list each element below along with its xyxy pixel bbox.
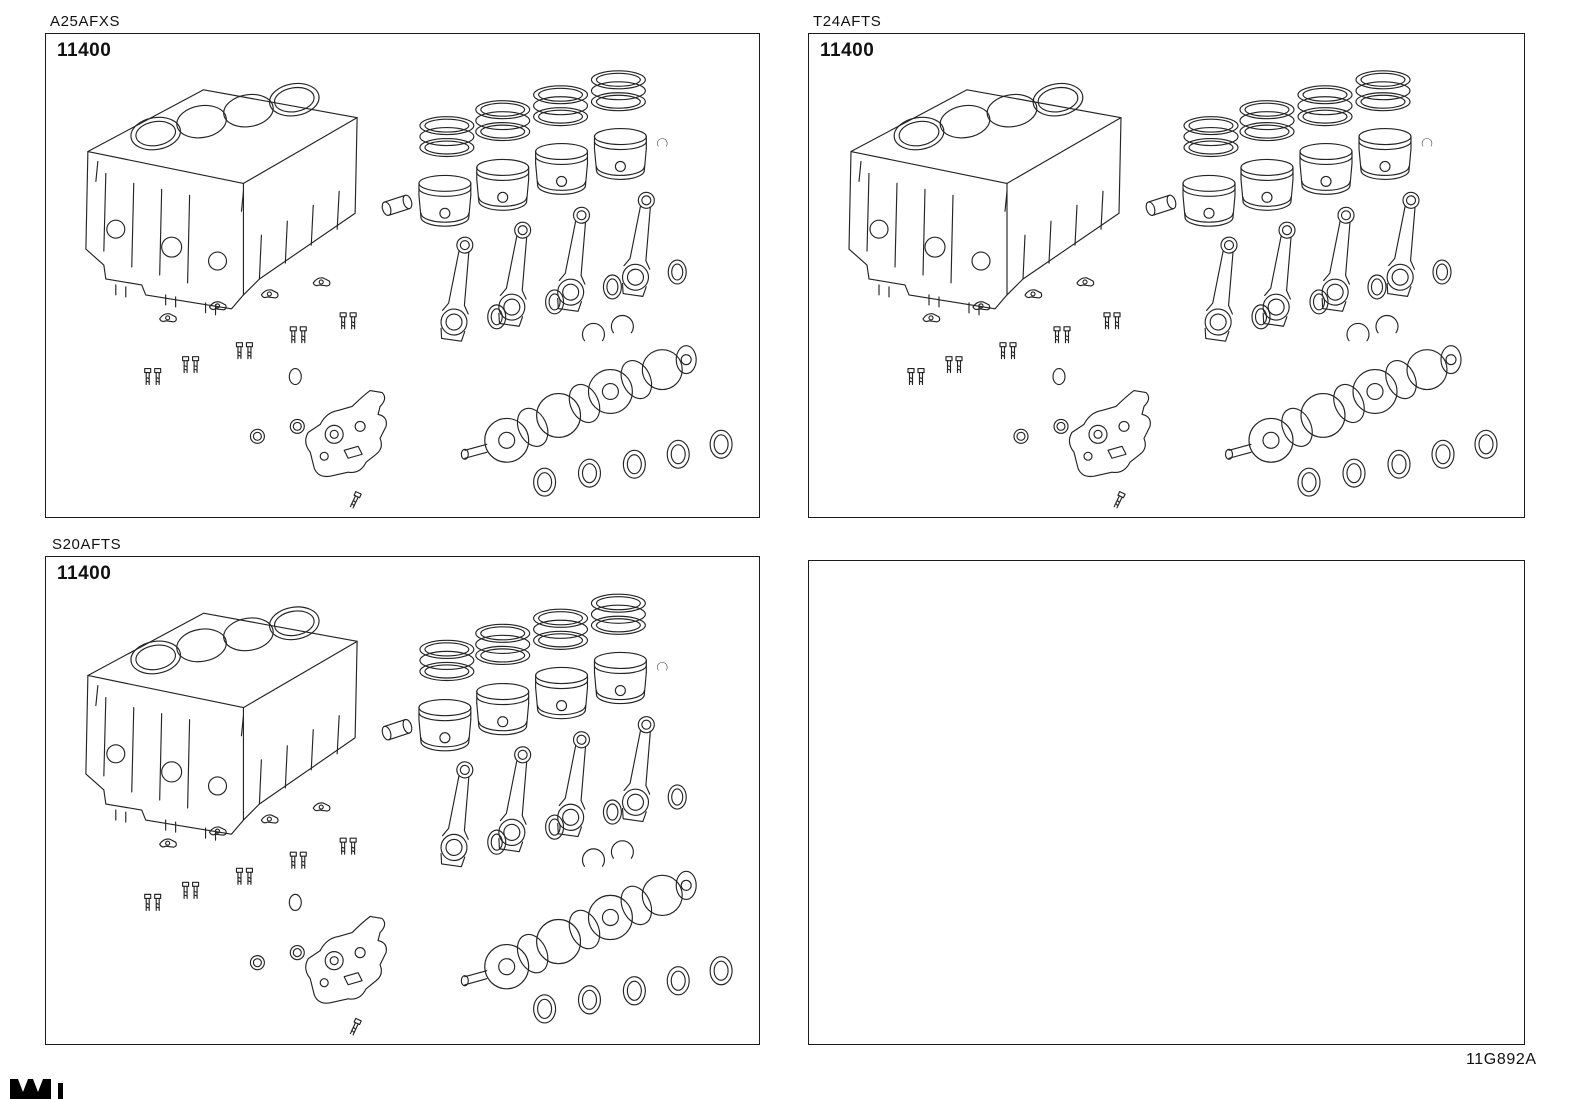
short-block-assembly-illustration — [46, 557, 759, 1044]
diagram-code: 11G892A — [1466, 1051, 1537, 1068]
short-block-assembly-illustration — [809, 34, 1524, 517]
engine-code-label: S20AFTS — [52, 536, 122, 553]
panel-frame-t24afts: 11400 — [808, 33, 1525, 518]
engine-code-label: A25AFXS — [50, 13, 121, 30]
panel-frame-empty — [808, 560, 1525, 1045]
part-number-label: 11400 — [57, 40, 112, 61]
part-number-label: 11400 — [820, 40, 875, 61]
cropped-corner-mark — [10, 1079, 63, 1099]
engine-code-label: T24AFTS — [813, 13, 882, 30]
panel-frame-a25afxs: 11400 — [45, 33, 760, 518]
short-block-assembly-illustration — [46, 34, 759, 517]
panel-frame-s20afts: 11400 — [45, 556, 760, 1045]
part-number-label: 11400 — [57, 563, 112, 584]
